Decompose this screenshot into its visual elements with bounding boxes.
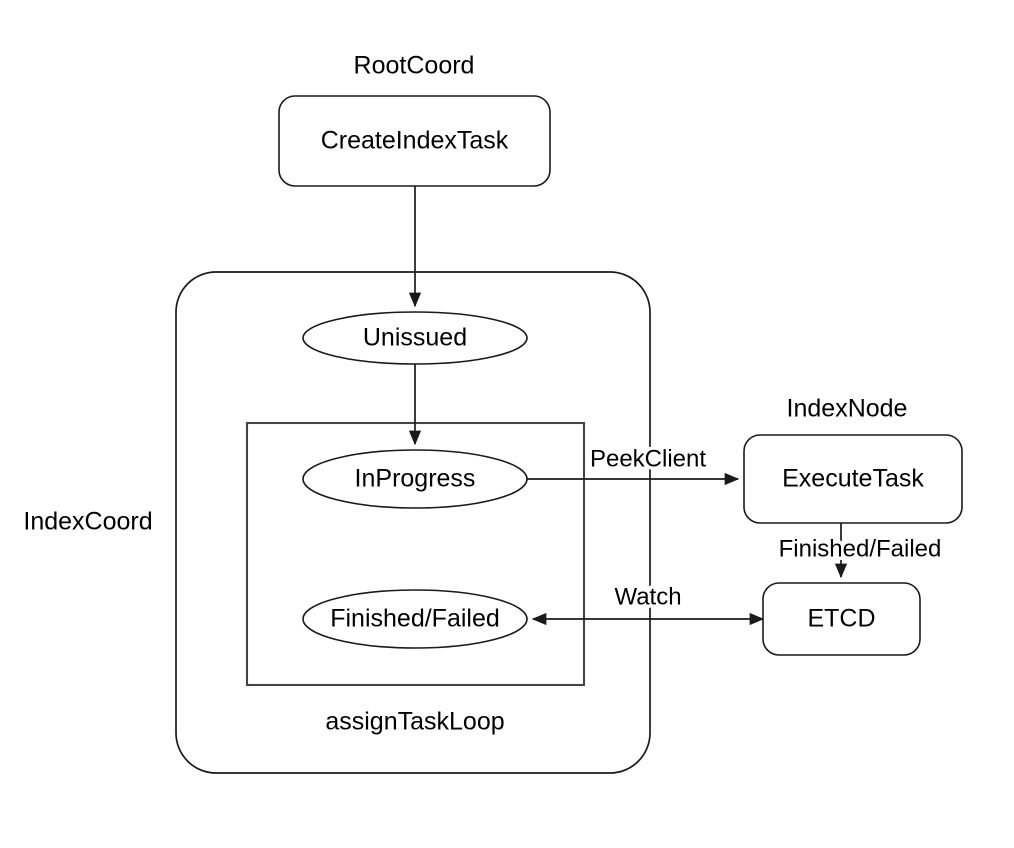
node-label-finished-failed-state: Finished/Failed: [330, 605, 500, 633]
node-label-unissued: Unissued: [363, 324, 467, 352]
node-in-progress[interactable]: InProgress: [302, 449, 528, 509]
edge-label-layer: PeekClientPeekClientFinished/FailedFinis…: [586, 442, 944, 614]
edge-label-edge-inprogress-executetask: PeekClient: [590, 445, 706, 472]
node-finished-failed-state[interactable]: Finished/Failed: [302, 589, 528, 649]
node-label-etcd: ETCD: [807, 605, 875, 633]
group-boundary-indexcoord: [175, 271, 651, 774]
node-execute-task[interactable]: ExecuteTask: [743, 434, 963, 524]
node-label-execute-task: ExecuteTask: [782, 465, 924, 493]
edge-label-halo-edge-inprogress-executetask: PeekClient: [590, 445, 706, 472]
group-label-indexnode: IndexNode: [787, 395, 908, 423]
group-label-assigntaskloop: assignTaskLoop: [325, 708, 504, 736]
node-shape-rect-create-index-task: [278, 95, 551, 187]
edge-label-edge-executetask-etcd: Finished/Failed: [779, 535, 942, 562]
edge-label-halo-edge-executetask-etcd: Finished/Failed: [779, 535, 942, 562]
node-create-index-task[interactable]: CreateIndexTask: [278, 95, 551, 187]
edge-layer: [408, 186, 848, 626]
node-shape-ellipse-finished-failed-state: [302, 589, 528, 649]
node-shape-rect-execute-task: [743, 434, 963, 524]
edge-label-halo-edge-etcd-finishedfailed: Watch: [614, 583, 681, 610]
node-label-create-index-task: CreateIndexTask: [321, 127, 509, 155]
node-shape-rect-etcd: [762, 582, 921, 656]
node-unissued[interactable]: Unissued: [302, 311, 528, 365]
node-label-in-progress: InProgress: [355, 465, 476, 493]
node-layer: CreateIndexTaskUnissuedInProgressFinishe…: [278, 95, 963, 656]
group-label-indexcoord: IndexCoord: [23, 508, 152, 536]
edge-label-edge-etcd-finishedfailed: Watch: [614, 583, 681, 610]
node-shape-ellipse-unissued: [302, 311, 528, 365]
node-shape-ellipse-in-progress: [302, 449, 528, 509]
group-label-rootcoord: RootCoord: [354, 52, 475, 80]
node-etcd[interactable]: ETCD: [762, 582, 921, 656]
